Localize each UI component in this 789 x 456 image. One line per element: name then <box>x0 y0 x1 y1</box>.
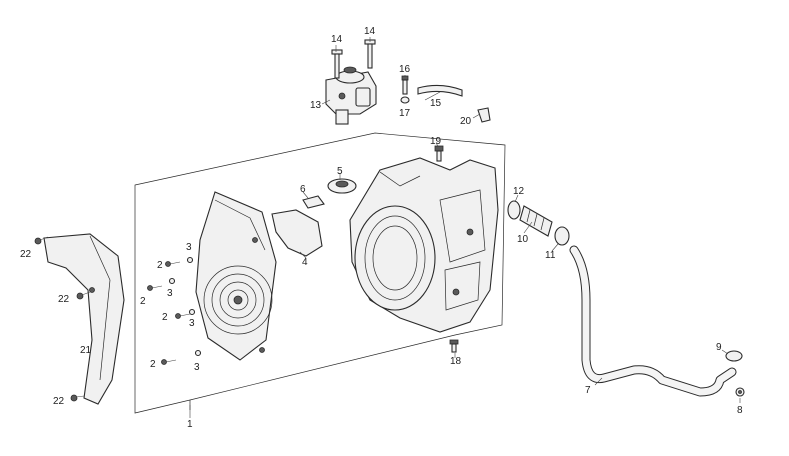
screw-part-22b <box>76 291 91 300</box>
callout-20: 20 <box>460 116 472 127</box>
callout-3c: 3 <box>189 318 195 329</box>
screw-part-2a <box>165 261 181 267</box>
fan-cover-shroud <box>195 191 277 361</box>
bolt-part-14a <box>331 49 343 79</box>
callout-8: 8 <box>737 405 743 416</box>
washer-part-3b <box>168 277 176 285</box>
callout-3b: 3 <box>167 288 173 299</box>
callout-9: 9 <box>716 342 722 353</box>
callout-2d: 2 <box>150 359 156 370</box>
screw-part-19 <box>434 145 444 162</box>
callout-16: 16 <box>399 64 411 75</box>
nut-part-8 <box>735 387 745 397</box>
callout-7: 7 <box>585 385 591 396</box>
small-hose-part-15 <box>417 84 463 97</box>
callout-14a: 14 <box>331 34 343 45</box>
washer-part-17 <box>400 96 410 104</box>
callout-11: 11 <box>545 250 556 261</box>
callout-3a: 3 <box>186 242 192 253</box>
callout-10: 10 <box>517 234 529 245</box>
callout-15: 15 <box>430 98 442 109</box>
air-valve-part-13 <box>325 66 377 125</box>
callout-4: 4 <box>302 257 308 268</box>
clip-part-6 <box>302 195 325 209</box>
assembly-boundary-frame <box>134 132 506 414</box>
washer-part-3d <box>194 349 202 357</box>
main-housing <box>349 157 499 333</box>
callout-22c: 22 <box>53 396 65 407</box>
callout-2b: 2 <box>140 296 146 307</box>
hose-segment-part-10 <box>519 205 553 237</box>
leader-lines <box>189 37 741 418</box>
screw-part-2b <box>147 285 163 291</box>
screw-part-22a <box>34 236 49 245</box>
callout-12: 12 <box>513 186 525 197</box>
clamp-part-12 <box>507 200 521 220</box>
air-pipe-part-7 <box>569 245 737 397</box>
screw-part-16 <box>401 75 409 95</box>
clamp-part-11 <box>554 226 570 246</box>
screw-part-18 <box>449 339 459 353</box>
screw-part-2d <box>161 359 177 365</box>
screw-part-2c <box>175 313 191 319</box>
callout-18: 18 <box>450 356 462 367</box>
callout-14b: 14 <box>364 26 376 37</box>
outer-cover-part-21 <box>43 233 125 405</box>
callout-22a: 22 <box>20 249 32 260</box>
clip-part-20 <box>477 107 491 123</box>
callout-13: 13 <box>310 100 322 111</box>
callout-22b: 22 <box>58 294 70 305</box>
callout-5: 5 <box>337 166 343 177</box>
bolt-part-14b <box>364 39 376 69</box>
baffle-part-4 <box>271 209 323 257</box>
callout-2a: 2 <box>157 260 163 271</box>
callout-3d: 3 <box>194 362 200 373</box>
callout-6: 6 <box>300 184 306 195</box>
callout-2c: 2 <box>162 312 168 323</box>
callout-19: 19 <box>430 136 442 147</box>
screw-part-22c <box>70 394 85 402</box>
callout-21: 21 <box>80 345 92 356</box>
callout-1: 1 <box>187 419 193 430</box>
grommet-part-5 <box>327 178 357 194</box>
washer-part-3c <box>188 308 196 316</box>
callout-17: 17 <box>399 108 411 119</box>
washer-part-3a <box>186 256 194 264</box>
gasket-part-9 <box>725 350 743 362</box>
